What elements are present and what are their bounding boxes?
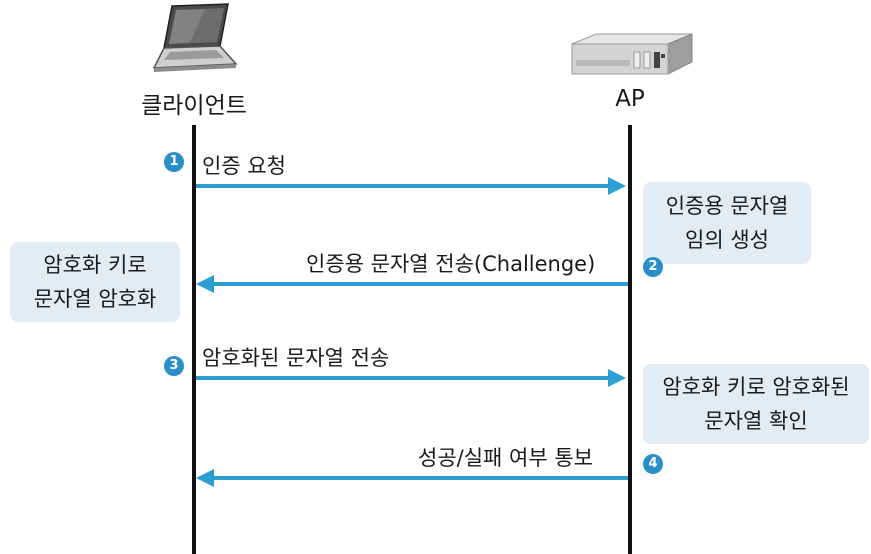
message-2-arrow [212,282,628,286]
access-point-icon [571,33,693,75]
message-4-arrow [212,476,628,480]
note-client-encrypt-line1: 암호화 키로 [43,253,147,277]
step-badge-1: 1 [164,152,184,172]
step-badge-4: 4 [643,454,663,474]
note-ap-generate-line2: 임의 생성 [685,228,769,252]
message-2-arrowhead [196,275,214,293]
client-label: 클라이언트 [141,93,247,119]
note-ap-verify-line2: 문자열 확인 [704,409,808,433]
message-3-arrowhead [608,369,626,387]
laptop-icon [152,3,238,72]
note-client-encrypt: 암호화 키로 문자열 암호화 [10,242,180,322]
note-ap-verify-line1: 암호화 키로 암호화된 [662,375,850,399]
ap-label: AP [615,86,645,112]
note-ap-generate-line1: 인증용 문자열 [665,194,789,218]
step-badge-3: 3 [164,356,184,376]
note-ap-generate: 인증용 문자열 임의 생성 [643,182,811,264]
message-1-arrowhead [608,177,626,195]
client-lifeline [192,125,196,554]
message-3-arrow [196,376,610,380]
message-1-label: 인증 요청 [202,154,286,178]
note-ap-verify: 암호화 키로 암호화된 문자열 확인 [643,364,869,444]
ap-lifeline [628,125,632,554]
note-client-encrypt-line2: 문자열 암호화 [33,287,157,311]
message-3-label: 암호화된 문자열 전송 [202,346,390,370]
message-1-arrow [196,184,610,188]
message-4-label: 성공/실패 여부 통보 [418,446,593,470]
step-badge-2: 2 [643,257,663,277]
message-4-arrowhead [196,469,214,487]
message-2-label: 인증용 문자열 전송(Challenge) [306,252,596,276]
